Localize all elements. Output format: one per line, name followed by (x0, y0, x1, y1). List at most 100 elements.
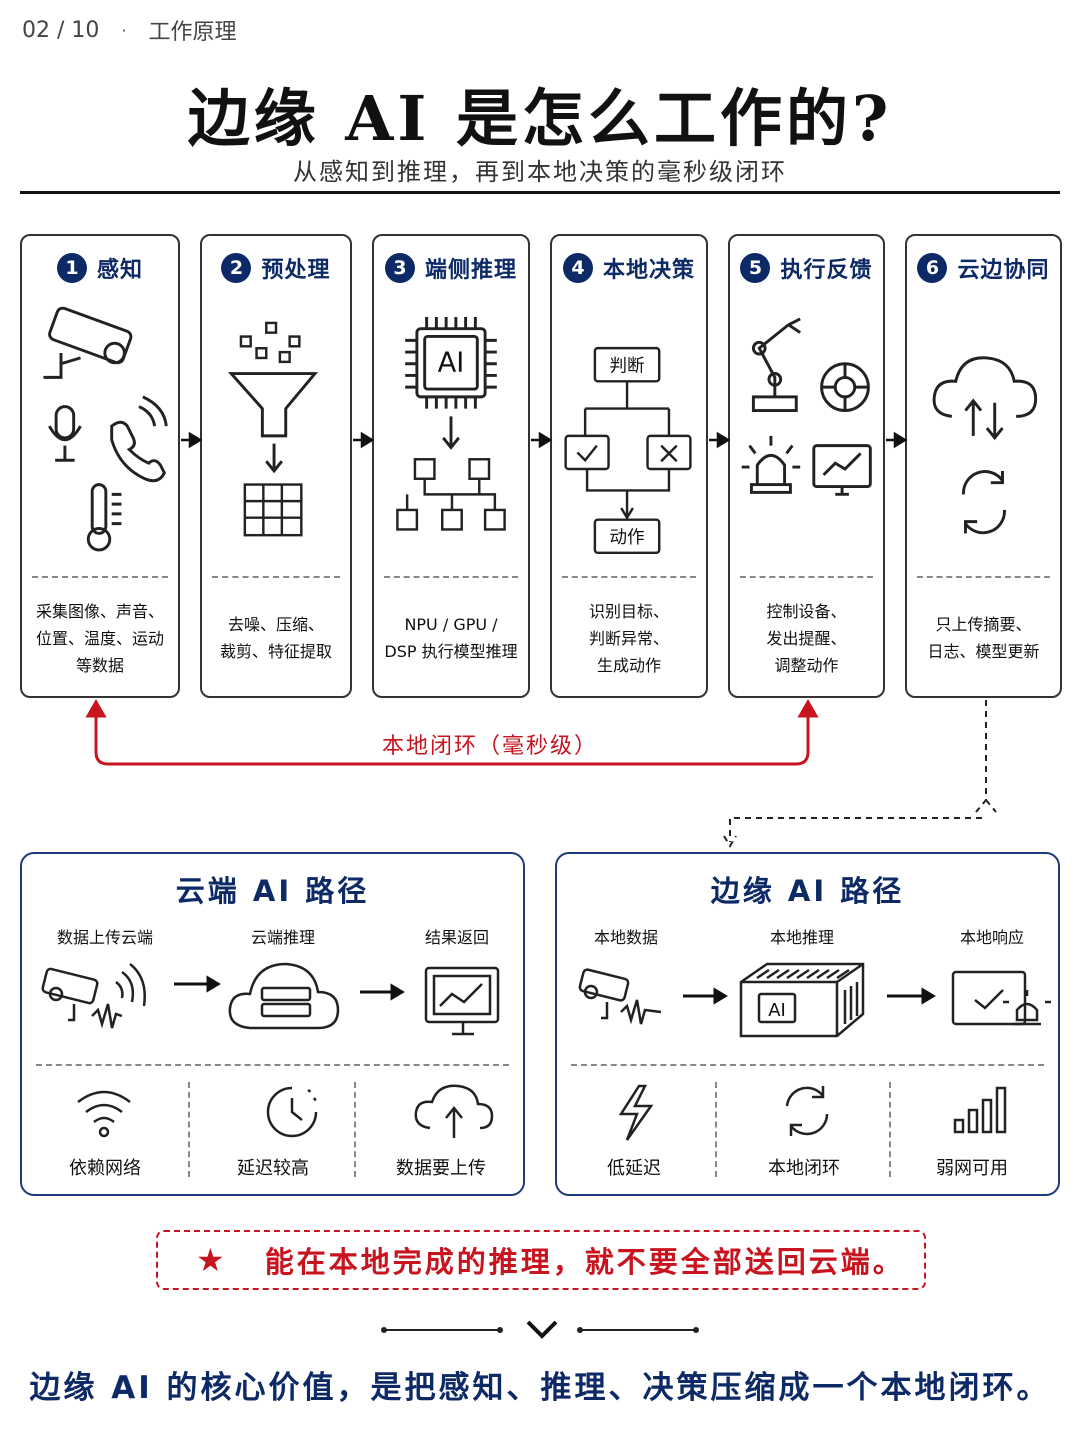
funnel-icon (227, 372, 319, 438)
card-divider (384, 576, 518, 578)
card-divider (212, 576, 340, 578)
page-title: 边缘 AI 是怎么工作的? (187, 82, 893, 155)
check-icon (576, 444, 598, 463)
title-divider (20, 191, 1060, 194)
cloud-edge-dashed-connector (723, 700, 997, 848)
arrow-3-4 (531, 431, 553, 449)
step-description: 控制设备、 发出提醒、 调整动作 (734, 588, 879, 688)
desc-line: 位置、温度、运动 (35, 628, 164, 648)
right-arrow-icon (683, 987, 728, 1005)
panel-title: 边缘 AI 路径 (710, 874, 905, 908)
step-title: 感知 (96, 258, 143, 283)
arrow-4-5 (709, 431, 731, 449)
step-number: 1 (56, 253, 87, 283)
right-arrow-icon (174, 975, 221, 993)
feature-label: 依赖网络 (69, 1158, 141, 1179)
step-title: 执行反馈 (780, 258, 873, 283)
monitor-chart-icon (424, 966, 500, 1036)
panel-title: 云端 AI 路径 (175, 874, 370, 908)
desc-line: DSP 执行模型推理 (384, 642, 518, 661)
execute-icons (741, 317, 872, 496)
alarm-light-icon (741, 435, 801, 494)
cloud-feature-icons (77, 1084, 494, 1138)
desc-line: 日志、模型更新 (927, 642, 1040, 661)
panel-divider (571, 1064, 1044, 1066)
edge-device-icon (739, 962, 865, 1038)
arrow-1-2 (181, 431, 203, 449)
cloud-path-icons (41, 962, 500, 1036)
desc-line: 判断异常、 (588, 628, 669, 648)
desc-line: NPU / GPU / (404, 615, 498, 634)
wifi-icon (77, 1090, 131, 1138)
panel-divider (36, 1064, 509, 1066)
local-loop-arrow (85, 698, 819, 766)
thermometer-icon (86, 483, 122, 552)
card-divider (917, 576, 1050, 578)
funnel-icons (227, 321, 319, 537)
chip-label: AI (438, 348, 465, 379)
step-description: 只上传摘要、 日志、模型更新 (911, 588, 1056, 688)
key-tip-box: ★ 能在本地完成的推理，就不要全部送回云端。 (156, 1230, 926, 1290)
robot-arm-icon (751, 317, 801, 412)
desc-line: 裁剪、特征提取 (219, 642, 332, 661)
action-label: 动作 (610, 528, 645, 548)
edge-ai-path-panel: 边缘 AI 路径 本地数据 本地推理 本地响应 AI (555, 852, 1060, 1196)
step-title: 预处理 (261, 258, 331, 283)
conclusion-text: 边缘 AI 的核心价值，是把感知、推理、决策压缩成一个本地闭环。 (29, 1370, 1051, 1406)
camera-icon (43, 306, 133, 379)
step-title: 本地决策 (602, 258, 695, 283)
phone-signal-icon (110, 395, 168, 483)
desc-line: 调整动作 (774, 655, 839, 675)
tip-text: 能在本地完成的推理，就不要全部送回云端。 (264, 1245, 905, 1279)
step-description: 采集图像、声音、 位置、温度、运动 等数据 (26, 588, 174, 688)
step-description: 去噪、压缩、 裁剪、特征提取 (206, 588, 346, 688)
feature-divider (188, 1082, 190, 1177)
inference-icons: AI (396, 316, 506, 531)
step-title: 云边协同 (957, 258, 1050, 283)
desc-line: 识别目标、 (588, 601, 669, 621)
star-icon: ★ (196, 1241, 225, 1279)
edge-feature-icons (618, 1084, 1007, 1141)
microphone-icon (48, 405, 82, 462)
clock-icon (266, 1086, 318, 1138)
feature-divider (354, 1082, 356, 1177)
card-divider (740, 576, 873, 578)
step-number: 5 (740, 253, 771, 283)
desc-line: 只上传摘要、 (935, 615, 1032, 634)
cloud-server-icon (228, 962, 340, 1030)
stage-label: 数据上传云端 (56, 928, 153, 947)
edge-chip-label: AI (768, 1000, 786, 1021)
step-description: 识别目标、 判断异常、 生成动作 (556, 588, 702, 688)
local-loop-label: 本地闭环（毫秒级） (381, 734, 598, 759)
judge-label: 判断 (610, 357, 645, 377)
page-number: 02 / 10 (22, 17, 100, 43)
right-arrow-icon (360, 983, 405, 1001)
action-box (593, 518, 661, 555)
right-arrow-icon (887, 987, 936, 1005)
step-description: NPU / GPU / DSP 执行模型推理 (378, 588, 524, 688)
data-points-icon (239, 321, 301, 364)
step-number: 4 (562, 253, 593, 283)
down-arrow-icon (442, 416, 460, 450)
network-nodes-icon (396, 458, 506, 531)
feature-label: 本地闭环 (768, 1158, 840, 1179)
desc-line: 等数据 (75, 655, 124, 675)
stage-label: 结果返回 (424, 928, 489, 947)
flow-connectors (85, 431, 997, 848)
desc-line: 生成动作 (596, 655, 661, 675)
cloud-ai-path-panel: 云端 AI 路径 数据上传云端 云端推理 结果返回 (20, 852, 525, 1196)
refresh-icon (785, 1086, 829, 1136)
feature-label: 延迟较高 (237, 1158, 309, 1179)
wheel-icon (820, 362, 870, 412)
page-subtitle: 从感知到推理，再到本地决策的毫秒级闭环 (293, 158, 787, 186)
camera-signal-icon (578, 968, 662, 1025)
cross-icon (660, 444, 678, 463)
feature-label: 低延迟 (607, 1158, 661, 1179)
stage-label: 本地推理 (769, 928, 834, 947)
step-card-sensing: 1 感知 采集图像、声音、 位置、温度、运动 等数据 (20, 234, 180, 698)
step-number: 3 (384, 253, 415, 283)
decision-flow-icons: 判断 动作 (564, 346, 692, 555)
cloud-upload-icon (414, 1084, 494, 1138)
